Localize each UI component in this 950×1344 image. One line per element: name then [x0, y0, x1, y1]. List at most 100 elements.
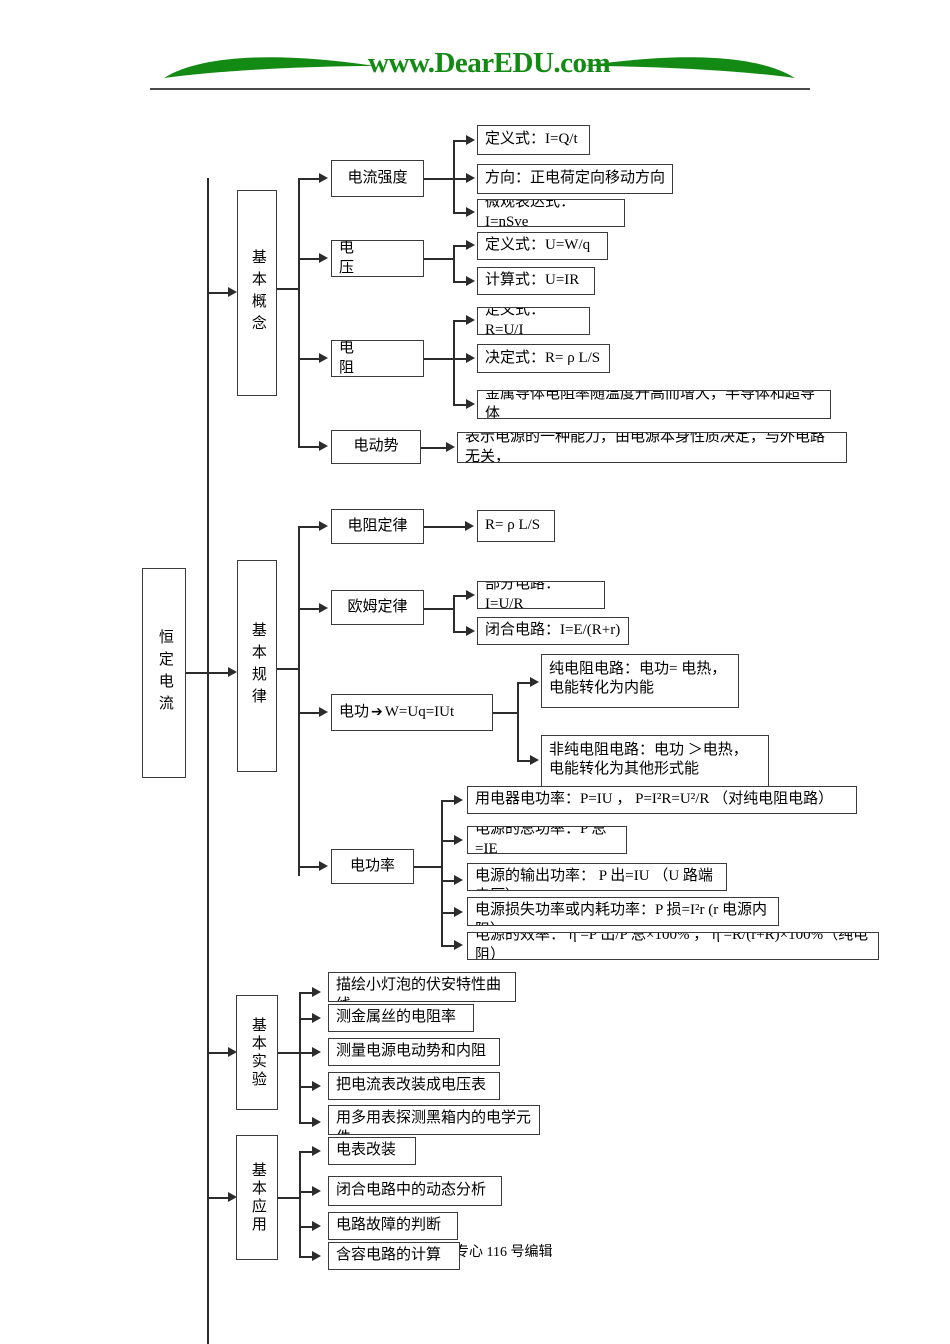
connector-ohm-out: [424, 608, 454, 610]
connector-be-c2: [299, 1018, 313, 1020]
node-electric-work[interactable]: 电功➔W=Uq=IUt: [331, 694, 493, 731]
arrowhead-pure-resistive: [530, 677, 539, 687]
connector-voltage-spine: [453, 245, 455, 282]
connector-work-c2: [517, 760, 531, 762]
pure-resistive-line2: 电能转化为内能: [549, 679, 655, 696]
arrowhead-current-micro: [466, 207, 475, 217]
node-exp-metal-wire-resistivity[interactable]: 测金属丝的电阻率: [328, 1004, 474, 1032]
connector-ba-c3: [299, 1226, 313, 1228]
node-exp-lamp-volt-amp-curve[interactable]: 描绘小灯泡的伏安特性曲线: [328, 972, 516, 1002]
connector-bc-spine: [298, 178, 300, 446]
arrowhead-efficiency: [454, 940, 463, 950]
connector-to-basic-law: [207, 672, 229, 674]
connector-be-out: [278, 1052, 300, 1054]
node-source-total-power[interactable]: 电源的总功率：P 总=IE: [467, 826, 627, 854]
node-exp-convert-ammeter-to-voltmeter[interactable]: 把电流表改装成电压表: [328, 1072, 500, 1100]
node-current-direction[interactable]: 方向：正电荷定向移动方向: [477, 164, 673, 194]
arrowhead-resistance-def: [466, 315, 475, 325]
connector-current-out: [424, 178, 454, 180]
node-electric-work-formula: W=Uq=IUt: [384, 703, 455, 720]
node-app-capacitive-circuit-calculation[interactable]: 含容电路的计算: [328, 1242, 460, 1270]
node-appliance-power[interactable]: 用电器电功率：P=IU ， P=I²R=U²/R （对纯电阻电路）: [467, 786, 857, 814]
arrowhead-resistance: [319, 353, 328, 363]
connector-ba-c2: [299, 1191, 313, 1193]
node-resistance[interactable]: 电 阻: [331, 340, 424, 377]
node-resistance-determination[interactable]: 决定式：R= ρ L/S: [477, 344, 610, 373]
connector-power-c2: [441, 840, 455, 842]
node-source-loss-power[interactable]: 电源损失功率或内耗功率：P 损=I²r (r 电源内阻）: [467, 897, 779, 926]
arrowhead-app-dynamic-analysis: [312, 1186, 321, 1196]
branch-node-basic-concept[interactable]: 基本概念: [237, 190, 277, 396]
node-resistance-definition[interactable]: 定义式：R=U/I: [477, 307, 590, 335]
connector-ohm-c2: [453, 631, 467, 633]
node-ohm-law[interactable]: 欧姆定律: [331, 590, 424, 625]
nonpure-resistive-line1: 非纯电阻电路：电功 ＞电热，: [549, 742, 748, 758]
arrowhead-voltage: [319, 253, 328, 263]
arrowhead-resistivity-note: [466, 399, 475, 409]
arrowhead-output-power: [454, 875, 463, 885]
connector-ba-c1: [299, 1151, 313, 1153]
connector-ohm-c1: [453, 595, 467, 597]
arrowhead-emf: [319, 441, 328, 451]
arrowhead-emf-desc: [446, 442, 455, 452]
connector-resistance-c2: [453, 358, 467, 360]
connector-bc-to-voltage: [298, 258, 320, 260]
connector-voltage-out: [424, 258, 454, 260]
connector-be-c5: [299, 1122, 313, 1124]
node-electric-power[interactable]: 电功率: [331, 849, 414, 884]
connector-resistance-c3: [453, 404, 467, 406]
node-voltage-definition[interactable]: 定义式：U=W/q: [477, 232, 608, 260]
node-app-circuit-fault-judgement[interactable]: 电路故障的判断: [328, 1212, 458, 1240]
arrowhead-app-fault-judgement: [312, 1221, 321, 1231]
connector-work-spine: [517, 682, 519, 760]
node-current-microscopic[interactable]: 微观表达式：I=nSve: [477, 199, 625, 227]
node-emf-description[interactable]: 表示电源的一种能力，由电源本身性质决定，与外电路无关，: [457, 432, 847, 463]
connector-voltage-c1: [453, 245, 467, 247]
arrowhead-partial-circuit: [466, 590, 475, 600]
connector-emf-out: [421, 447, 447, 449]
root-node-steady-current[interactable]: 恒定电流: [142, 568, 186, 778]
node-app-meter-conversion[interactable]: 电表改装: [328, 1137, 416, 1165]
node-emf[interactable]: 电动势: [331, 430, 421, 464]
node-partial-circuit[interactable]: 部分电路：I=U/R: [477, 581, 605, 609]
node-resistivity-temperature-note[interactable]: 金属导体电阻率随温度升高而增大，半导体和超导体: [477, 390, 831, 419]
arrowhead-appliance-power: [454, 795, 463, 805]
arrowhead-resistance-law: [319, 521, 328, 531]
connector-be-c4: [299, 1086, 313, 1088]
header-divider: [150, 88, 810, 90]
branch-node-basic-experiment[interactable]: 基本实验: [236, 995, 278, 1110]
arrowhead-exp-lamp-curve: [312, 987, 321, 997]
connector-bl-out: [277, 668, 299, 670]
node-pure-resistive-circuit[interactable]: 纯电阻电路：电功= 电热， 电能转化为内能: [541, 654, 739, 708]
node-closed-circuit[interactable]: 闭合电路：I=E/(R+r): [477, 617, 629, 645]
arrowhead-res-law-formula: [465, 521, 474, 531]
connector-bc-to-resistance: [298, 358, 320, 360]
branch-node-basic-application[interactable]: 基本应用: [236, 1135, 278, 1260]
connector-power-spine: [441, 800, 443, 945]
connector-ohm-spine: [453, 595, 455, 631]
branch-node-basic-law[interactable]: 基本规律: [237, 560, 277, 772]
site-header: www.DearEDU.com: [0, 0, 950, 100]
right-arrow-icon: ➔: [371, 704, 383, 721]
node-current-intensity[interactable]: 电流强度: [331, 160, 424, 197]
node-source-efficiency[interactable]: 电源的效率： η =P 出/P 总×100% ， η =R/(r+R)×100%…: [467, 932, 879, 960]
node-electric-work-label: 电功: [339, 703, 370, 720]
connector-to-basic-concept: [207, 292, 229, 294]
node-exp-measure-emf-internal-resistance[interactable]: 测量电源电动势和内阻: [328, 1038, 500, 1066]
connector-current-spine: [453, 140, 455, 213]
node-resistance-law-formula[interactable]: R= ρ L/S: [477, 510, 555, 542]
swoosh-left-icon: [164, 57, 375, 78]
node-voltage[interactable]: 电 压: [331, 240, 424, 277]
node-app-closed-circuit-dynamic-analysis[interactable]: 闭合电路中的动态分析: [328, 1176, 502, 1206]
arrowhead-electric-work: [319, 707, 328, 717]
node-nonpure-resistive-circuit[interactable]: 非纯电阻电路：电功 ＞电热， 电能转化为其他形式能: [541, 735, 769, 789]
arrowhead-loss-power: [454, 907, 463, 917]
node-current-definition[interactable]: 定义式：I=Q/t: [477, 125, 590, 155]
node-source-output-power[interactable]: 电源的输出功率： P 出=IU （U 路端电压）: [467, 863, 727, 891]
node-resistance-law[interactable]: 电阻定律: [331, 509, 424, 544]
node-voltage-calculation[interactable]: 计算式：U=IR: [477, 267, 595, 295]
node-exp-multimeter-blackbox[interactable]: 用多用表探测黑箱内的电学元件: [328, 1105, 540, 1135]
connector-power-c5: [441, 945, 455, 947]
connector-work-out: [493, 712, 518, 714]
